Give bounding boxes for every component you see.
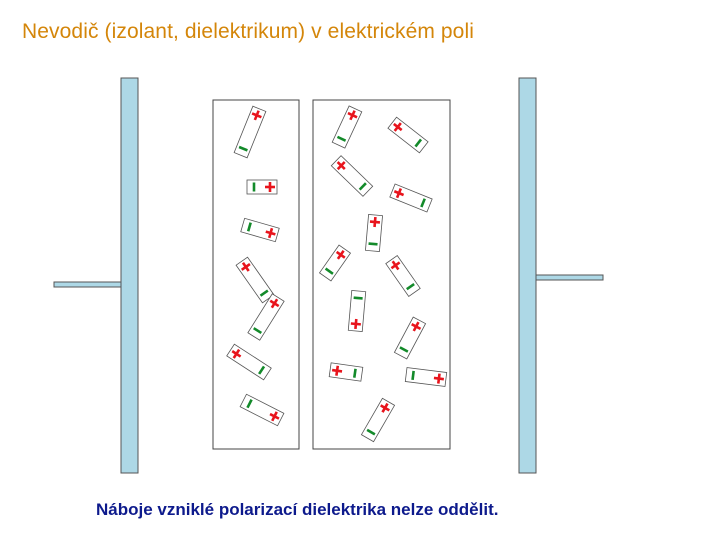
- dipole-molecule: [348, 290, 365, 331]
- caption: Náboje vzniklé polarizací dielektrika ne…: [96, 500, 498, 520]
- negative-charge-icon: [413, 371, 414, 380]
- dipole-molecule: [365, 214, 382, 251]
- right-capacitor-plate: [519, 78, 536, 473]
- left-capacitor-plate: [121, 78, 138, 473]
- negative-charge-icon: [354, 298, 363, 299]
- negative-charge-icon: [369, 244, 378, 245]
- left-plate-lead: [54, 282, 122, 287]
- dipole-molecule: [247, 180, 277, 194]
- right-plate-lead: [535, 275, 603, 280]
- negative-charge-icon: [354, 369, 355, 378]
